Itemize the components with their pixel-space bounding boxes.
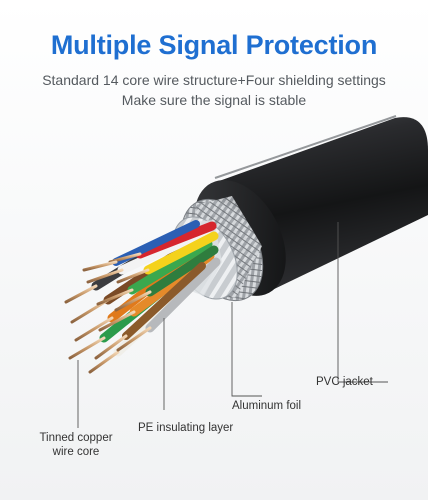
leader-pvc-jacket xyxy=(337,222,388,383)
label-copper-core-line-2: wire core xyxy=(52,446,100,458)
subtitle-line-1: Standard 14 core wire structure+Four shi… xyxy=(42,72,386,88)
subtitle-line-2: Make sure the signal is stable xyxy=(121,92,307,108)
label-tinned-copper-core: Tinned copper wire core xyxy=(28,431,124,459)
callout-leader-lines xyxy=(77,222,388,428)
label-pvc-jacket: PVC jacket xyxy=(316,376,373,388)
label-copper-core-line-1: Tinned copper xyxy=(39,432,113,444)
copper-wire-cores xyxy=(64,252,152,374)
label-pe-insulating-layer: PE insulating layer xyxy=(138,422,234,434)
label-aluminum-foil: Aluminum foil xyxy=(232,400,302,412)
page-title: Multiple Signal Protection xyxy=(50,30,378,60)
leader-aluminum-foil xyxy=(231,302,262,397)
